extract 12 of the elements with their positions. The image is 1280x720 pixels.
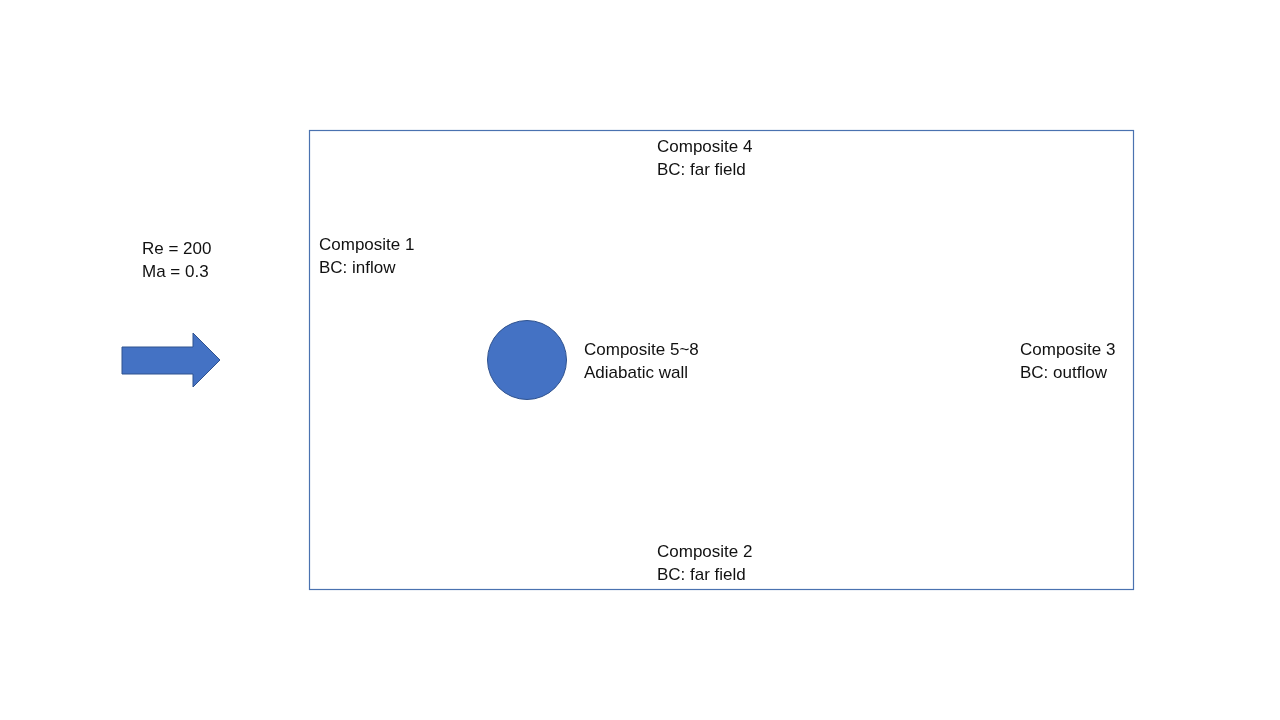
parameter-label: Re = 200 [142,238,212,260]
boundary-condition-label: BC: far field [657,564,746,586]
region-label: Composite 2 [657,541,753,563]
boundary-condition-label: BC: far field [657,159,746,181]
boundary-condition-label: BC: inflow [319,257,396,279]
parameter-label: Ma = 0.3 [142,261,209,283]
region-label: Composite 5~8 [584,339,699,361]
boundary-condition-label: Adiabatic wall [584,362,688,384]
region-label: Composite 3 [1020,339,1116,361]
region-label: Composite 1 [319,234,415,256]
boundary-condition-label: BC: outflow [1020,362,1107,384]
region-label: Composite 4 [657,136,753,158]
